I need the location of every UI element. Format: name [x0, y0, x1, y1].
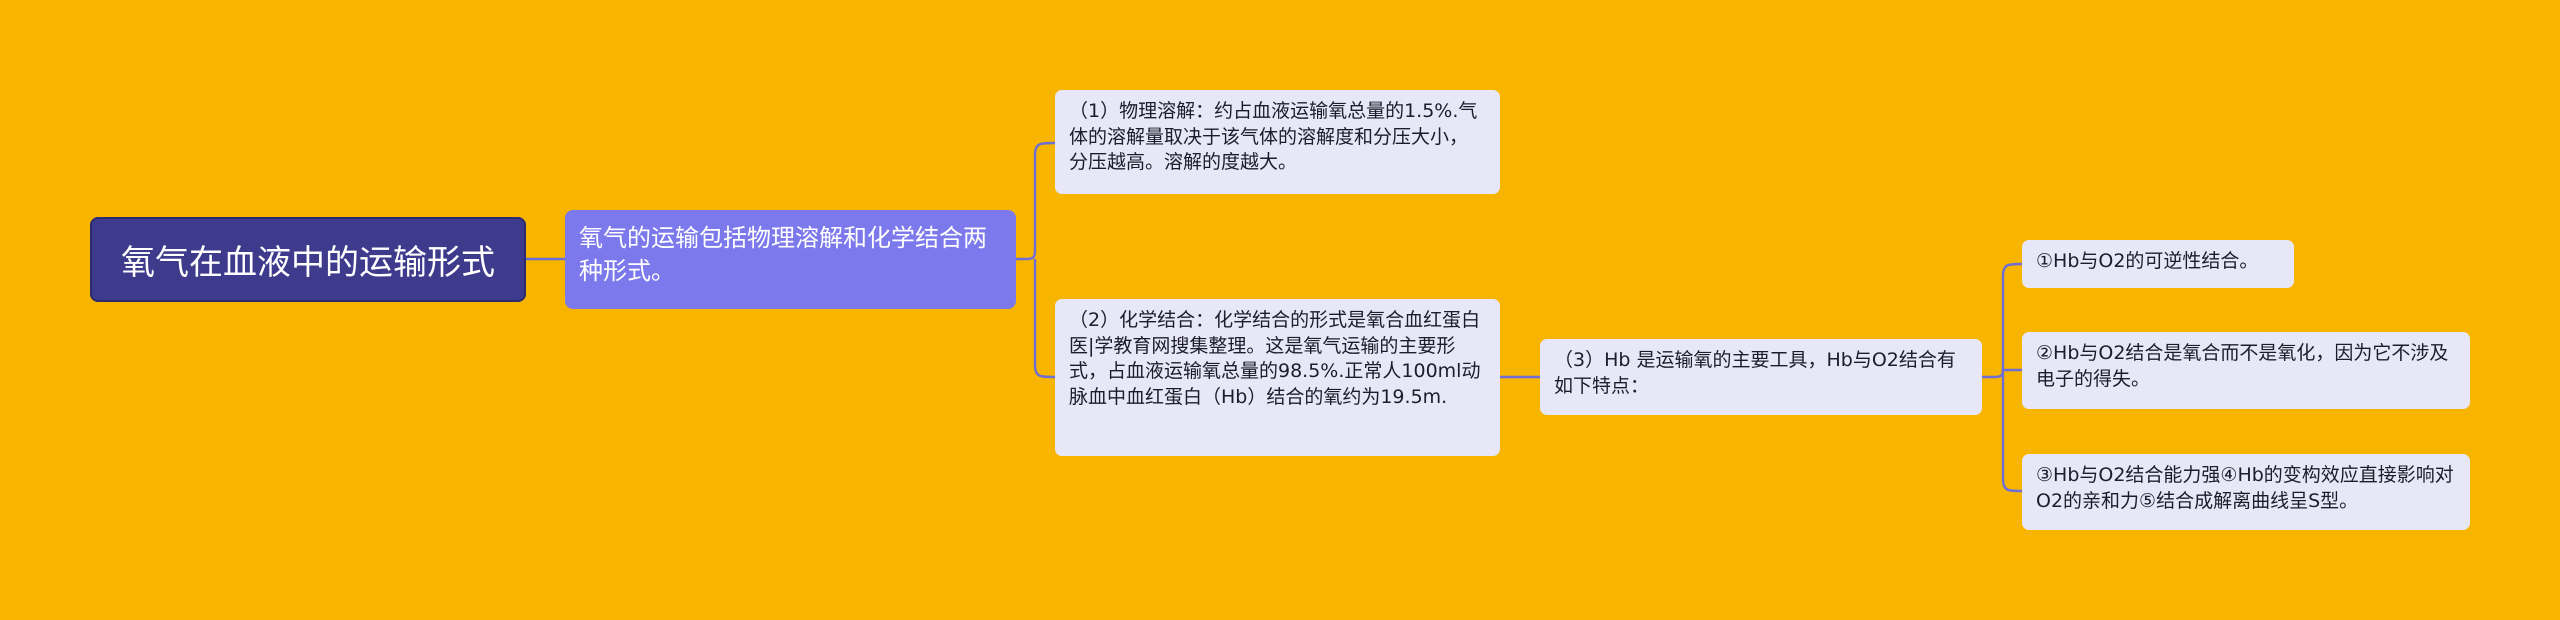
physical-dissolution-node[interactable]: （1）物理溶解：约占血液运输氧总量的1.5%.气体的溶解量取决于该气体的溶解度和… — [1055, 90, 1500, 194]
root-topic-label: 氧气在血液中的运输形式 — [121, 243, 495, 283]
connector-main-to-physical — [1016, 141, 1056, 261]
hb-feature-node-1[interactable]: ①Hb与O2的可逆性结合。 — [2022, 240, 2294, 288]
hb-feature-text-2: ②Hb与O2结合是氧合而不是氧化，因为它不涉及电子的得失。 — [2036, 342, 2449, 390]
connector-hb-to-feature-2 — [2001, 368, 2022, 377]
main-topic-node[interactable]: 氧气的运输包括物理溶解和化学结合两种形式。 — [565, 210, 1016, 309]
hb-feature-node-2[interactable]: ②Hb与O2结合是氧合而不是氧化，因为它不涉及电子的得失。 — [2022, 332, 2470, 409]
physical-dissolution-text: （1）物理溶解：约占血液运输氧总量的1.5%.气体的溶解量取决于该气体的溶解度和… — [1069, 100, 1478, 173]
chemical-binding-node[interactable]: （2）化学结合：化学结合的形式是氧合血红蛋白医|学教育网搜集整理。这是氧气运输的… — [1055, 299, 1500, 456]
hb-feature-node-3[interactable]: ③Hb与O2结合能力强④Hb的变构效应直接影响对O2的亲和力⑤结合成解离曲线呈S… — [2022, 454, 2470, 530]
hb-feature-text-1: ①Hb与O2的可逆性结合。 — [2036, 250, 2259, 272]
hb-feature-text-3: ③Hb与O2结合能力强④Hb的变构效应直接影响对O2的亲和力⑤结合成解离曲线呈S… — [2036, 464, 2454, 512]
chemical-binding-text: （2）化学结合：化学结合的形式是氧合血红蛋白医|学教育网搜集整理。这是氧气运输的… — [1069, 309, 1481, 408]
connector-hb-to-feature-1 — [1982, 262, 2023, 379]
hb-transport-node[interactable]: （3）Hb 是运输氧的主要工具，Hb与O2结合有如下特点： — [1540, 339, 1982, 415]
connector-hb-to-feature-3 — [2001, 377, 2023, 493]
hb-transport-text: （3）Hb 是运输氧的主要工具，Hb与O2结合有如下特点： — [1554, 349, 1956, 397]
root-topic[interactable]: 氧气在血液中的运输形式 — [90, 217, 526, 302]
main-topic-label: 氧气的运输包括物理溶解和化学结合两种形式。 — [579, 224, 987, 285]
connector-main-to-chemical — [1033, 259, 1056, 379]
